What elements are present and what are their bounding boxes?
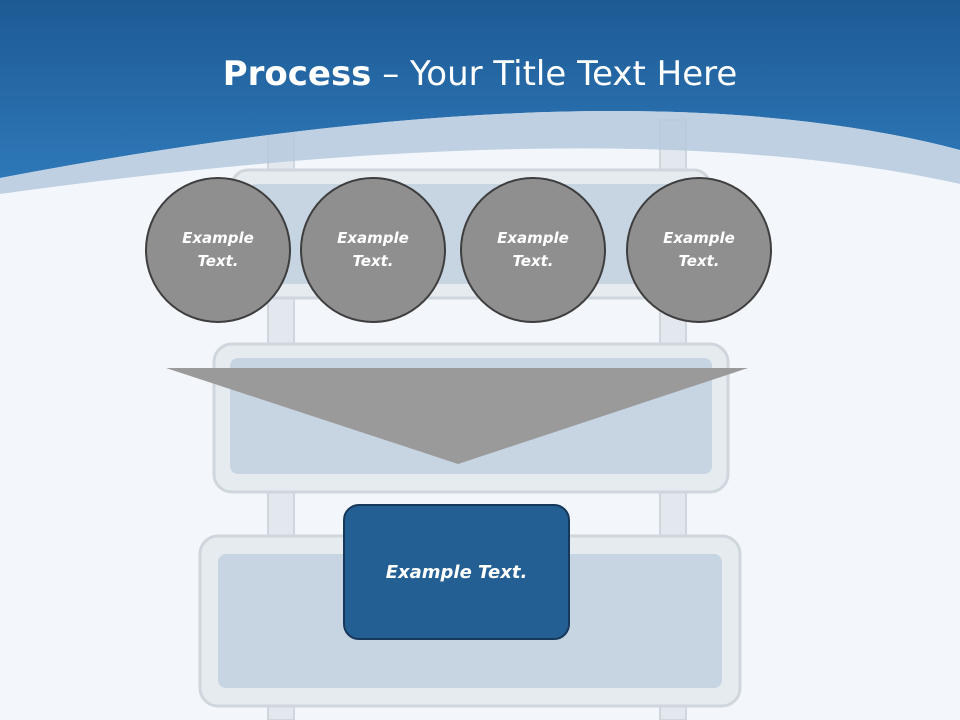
- title-rest: – Your Title Text Here: [371, 54, 738, 94]
- funnel-arrow: [166, 368, 748, 464]
- page-title: Process – Your Title Text Here: [0, 52, 960, 96]
- header-band: [0, 0, 960, 178]
- result-text: Example Text.: [385, 561, 528, 583]
- process-circle-1: Example Text.: [145, 177, 291, 323]
- circle-3-text: Example Text.: [497, 229, 569, 270]
- process-circle-4: Example Text.: [626, 177, 772, 323]
- process-circle-3: Example Text.: [460, 177, 606, 323]
- result-box: Example Text.: [343, 504, 570, 640]
- process-circle-2: Example Text.: [300, 177, 446, 323]
- title-bold: Process: [222, 54, 372, 94]
- circle-1-text: Example Text.: [182, 229, 254, 270]
- circle-2-text: Example Text.: [337, 229, 409, 270]
- circle-4-text: Example Text.: [663, 229, 735, 270]
- header-swoosh: [0, 111, 960, 194]
